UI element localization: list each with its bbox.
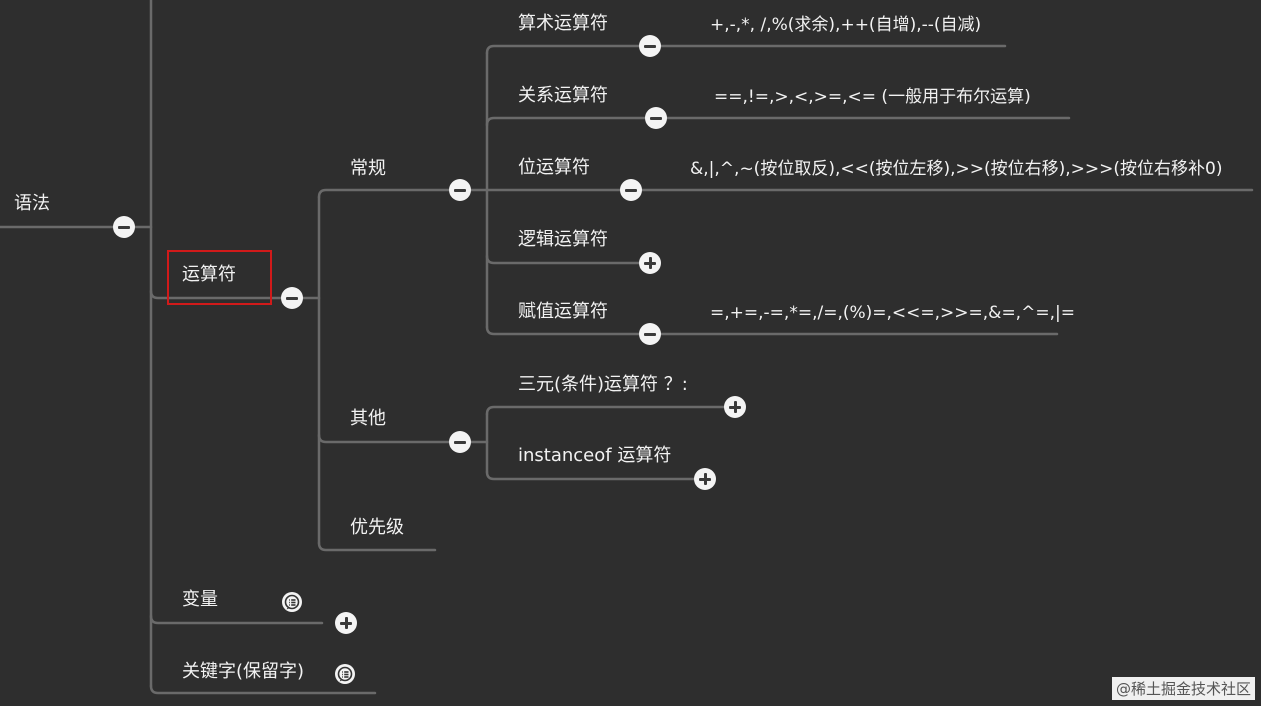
expand-variables-button[interactable] xyxy=(335,612,357,634)
collapse-arithmetic-button[interactable] xyxy=(639,35,661,57)
edge-keywords xyxy=(149,684,377,695)
edge-instanceof xyxy=(485,470,696,481)
collapse-regular-button[interactable] xyxy=(449,179,471,201)
edge-arithmetic xyxy=(485,44,641,55)
edge-assignment xyxy=(485,325,641,336)
edge-logical xyxy=(485,254,641,265)
detail-relational[interactable]: ==,!=,>,<,>=,<= (一般用于布尔运算) xyxy=(714,87,1031,107)
collapse-relational-button[interactable] xyxy=(645,107,667,129)
watermark: @稀土掘金技术社区 xyxy=(1111,677,1255,700)
edge-relational xyxy=(485,116,647,127)
node-variables[interactable]: 变量 xyxy=(182,589,218,610)
expand-instanceof-button[interactable] xyxy=(694,468,716,490)
detail-bitwise[interactable]: &,|,^,~(按位取反),<<(按位左移),>>(按位右移),>>>(按位右移… xyxy=(690,159,1223,179)
collapse-assignment-button[interactable] xyxy=(639,323,661,345)
edge-operators xyxy=(149,289,283,300)
edge-precedence xyxy=(317,541,437,552)
node-bitwise[interactable]: 位运算符 xyxy=(518,157,590,178)
collapse-other-button[interactable] xyxy=(449,431,471,453)
edge-variables xyxy=(149,614,324,625)
edge-ternary xyxy=(485,405,726,416)
node-arithmetic[interactable]: 算术运算符 xyxy=(518,13,608,34)
node-keywords[interactable]: 关键字(保留字) xyxy=(182,661,305,682)
node-operators[interactable]: 运算符 xyxy=(182,264,236,285)
node-assignment[interactable]: 赋值运算符 xyxy=(518,301,608,322)
node-ternary[interactable]: 三元(条件)运算符 ？: xyxy=(518,374,688,395)
node-precedence[interactable]: 优先级 xyxy=(350,517,404,538)
note-icon[interactable] xyxy=(335,664,355,684)
note-icon[interactable] xyxy=(282,592,302,612)
node-relational[interactable]: 关系运算符 xyxy=(518,85,608,106)
node-logical[interactable]: 逻辑运算符 xyxy=(518,229,608,250)
edge-regular xyxy=(317,188,451,199)
collapse-grammar-button[interactable] xyxy=(113,216,135,238)
edge-other xyxy=(317,433,451,444)
expand-logical-button[interactable] xyxy=(639,252,661,274)
node-other[interactable]: 其他 xyxy=(350,408,386,429)
collapse-operators-button[interactable] xyxy=(281,287,303,309)
node-regular[interactable]: 常规 xyxy=(350,158,386,179)
node-grammar[interactable]: 语法 xyxy=(14,193,50,214)
node-instanceof[interactable]: instanceof 运算符 xyxy=(518,445,672,466)
collapse-bitwise-button[interactable] xyxy=(620,179,642,201)
detail-assignment[interactable]: =,+=,-=,*=,/=,(%)=,<<=,>>=,&=,^=,|= xyxy=(710,303,1075,323)
expand-ternary-button[interactable] xyxy=(724,396,746,418)
detail-arithmetic[interactable]: +,-,*, /,%(求余),++(自增),--(自减) xyxy=(710,15,982,35)
